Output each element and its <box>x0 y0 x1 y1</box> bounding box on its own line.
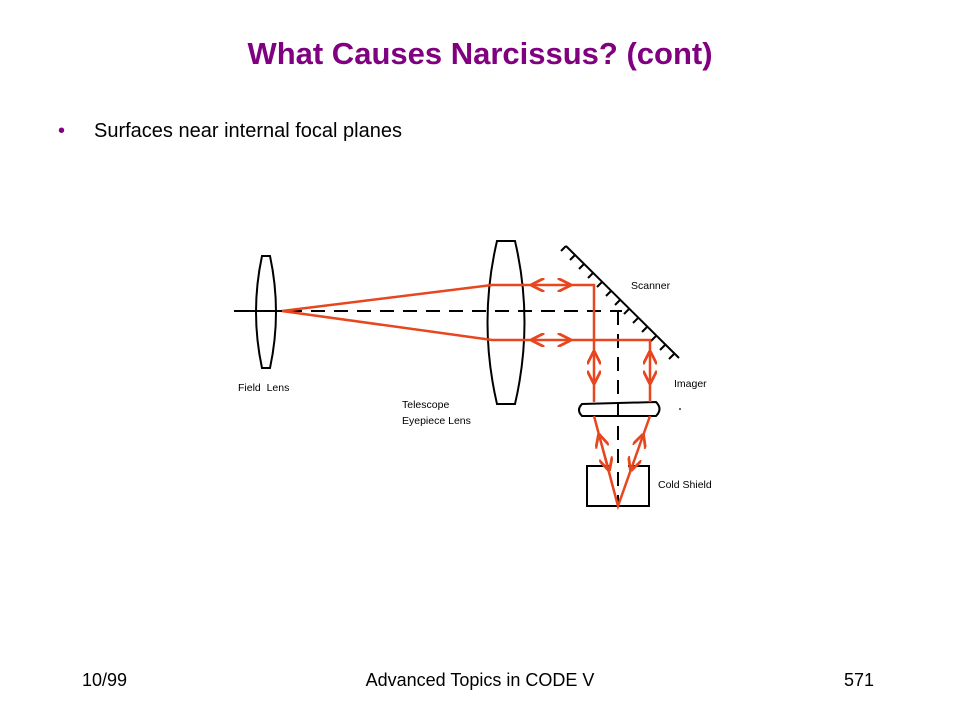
ray-arrows <box>532 285 650 470</box>
slide-title: What Causes Narcissus? (cont) <box>247 36 713 71</box>
footer-page-number: 571 <box>844 670 875 690</box>
imager-lens <box>578 400 661 417</box>
label-scanner: Scanner <box>631 280 671 292</box>
footer-date: 10/99 <box>82 670 128 690</box>
label-imager: Imager <box>674 378 707 390</box>
optical-axis <box>234 310 622 505</box>
telescope-eyepiece-lens <box>486 240 526 405</box>
label-field-lens: Field Lens <box>238 382 289 394</box>
scanner-mirror <box>560 245 680 360</box>
bullet-dot: • <box>58 120 66 142</box>
bullet-text: Surfaces near internal focal planes <box>94 120 402 142</box>
footer-title: Advanced Topics in CODE V <box>365 670 595 690</box>
label-eyepiece-lens: Eyepiece Lens <box>402 415 471 427</box>
imager-dot <box>679 408 681 410</box>
label-telescope: Telescope <box>402 399 449 411</box>
label-cold-shield: Cold Shield <box>658 479 712 491</box>
field-lens <box>255 255 277 369</box>
ray-paths <box>281 283 652 511</box>
